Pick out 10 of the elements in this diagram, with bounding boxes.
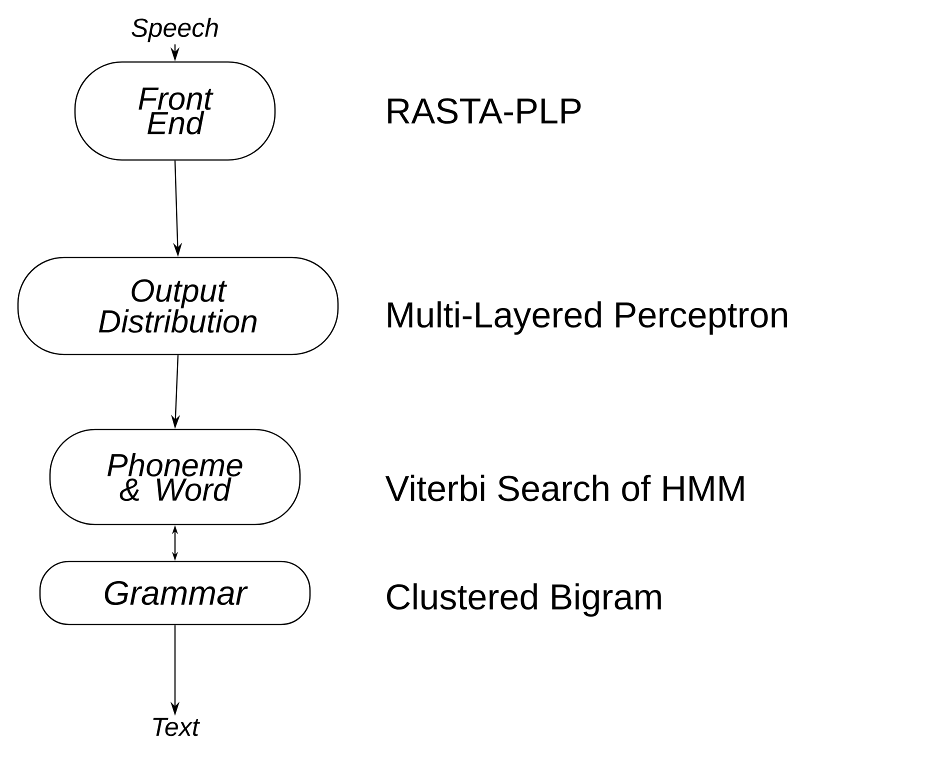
process-box: Output Distribution: [17, 256, 339, 356]
side-label: Viterbi Search of HMM: [385, 474, 744, 502]
process-box: Front End: [74, 61, 276, 161]
side-label: RASTA-PLP: [388, 98, 581, 124]
process-box: Grammar: [39, 560, 311, 626]
flow-label: Speech: [132, 18, 218, 42]
side-label: Clustered Bigram: [387, 583, 661, 617]
flow-label: Text: [153, 718, 200, 736]
side-label: Multi-Layered Perceptron: [388, 301, 787, 335]
process-box: Phoneme & Word: [49, 428, 301, 526]
